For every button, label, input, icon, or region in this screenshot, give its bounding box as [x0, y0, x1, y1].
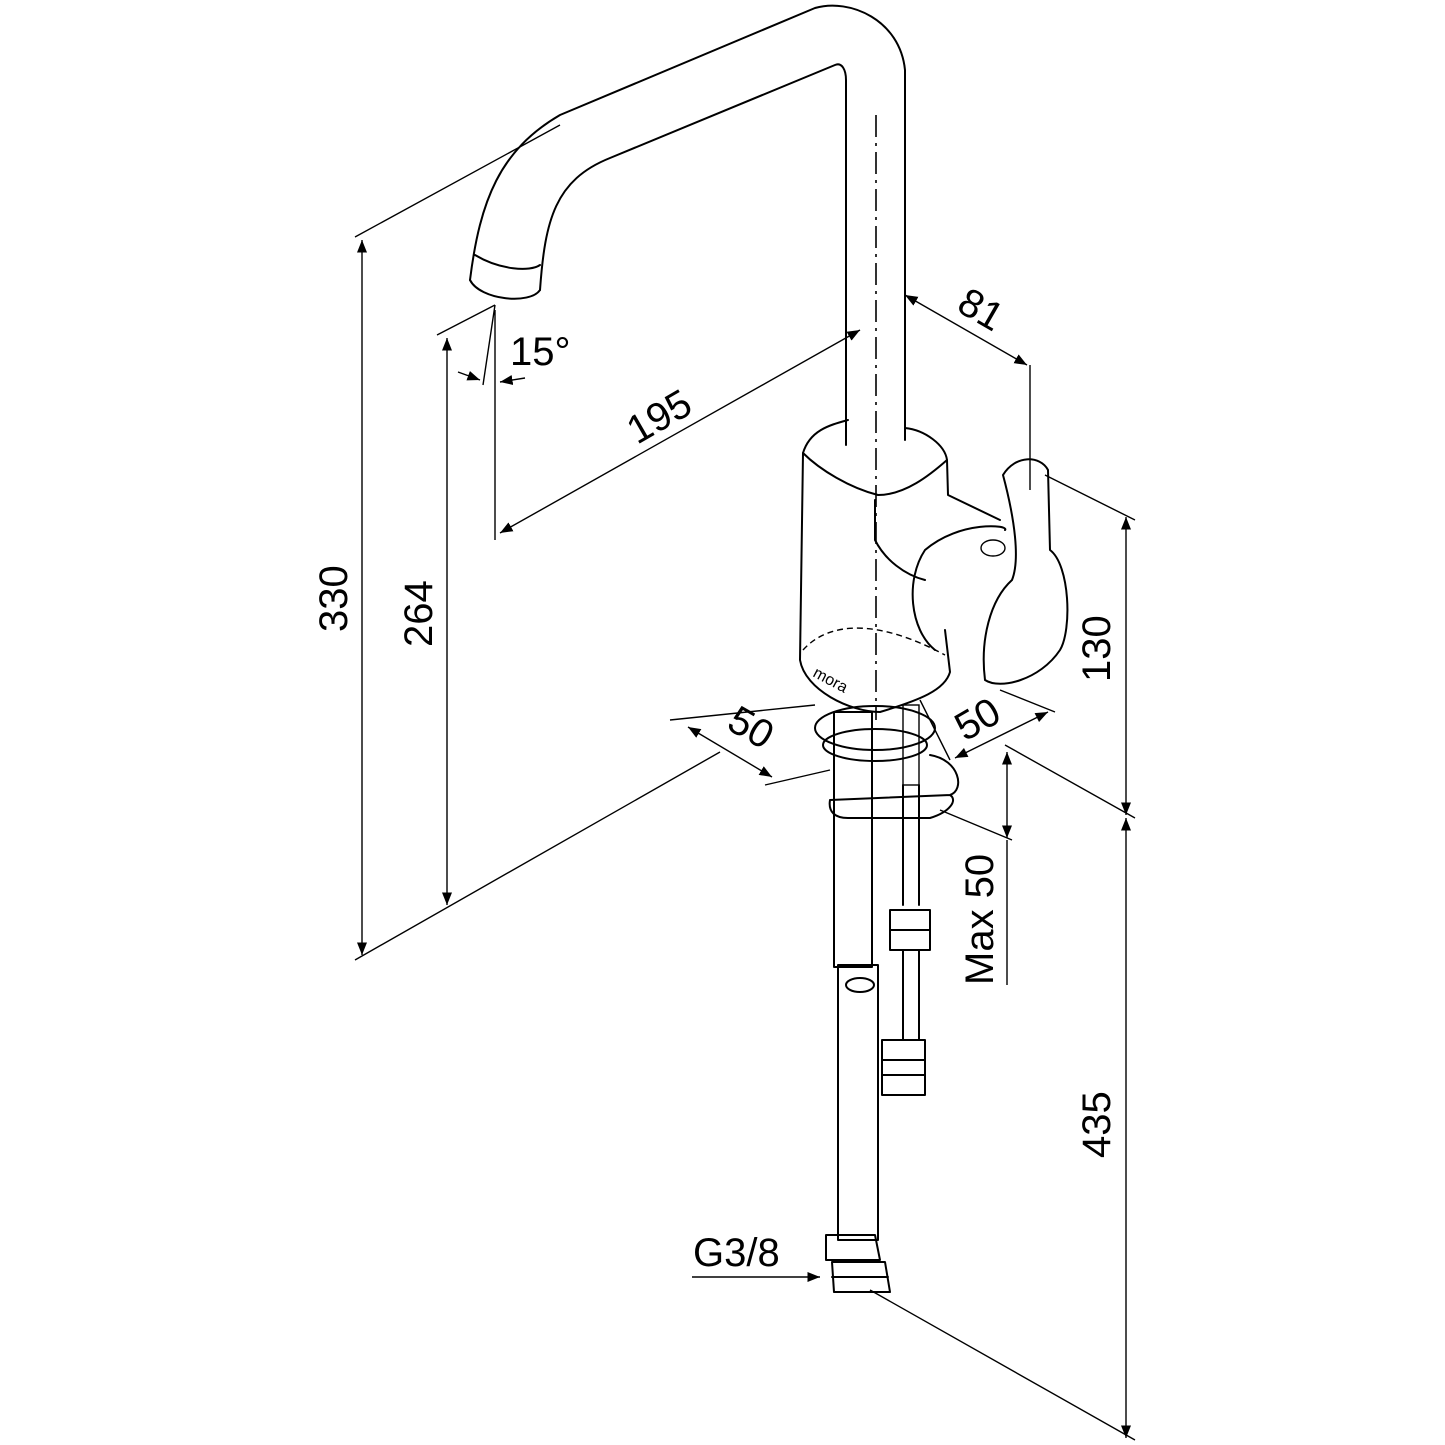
faucet-body: mora: [799, 419, 1069, 713]
dim-reach: 195: [620, 381, 700, 452]
dim-hose-length: 435: [1075, 1091, 1119, 1158]
dim-base-width-right: 50: [948, 689, 1009, 749]
flex-hoses: [825, 711, 891, 1293]
dim-spout-height: 264: [397, 580, 441, 647]
connection-thread-label: G3/8: [693, 1231, 780, 1275]
dim-spout-angle: 15°: [510, 330, 571, 374]
dim-handle-offset: 81: [951, 280, 1012, 340]
mounting-hardware: [814, 704, 960, 1096]
brand-logo: mora: [810, 665, 850, 697]
spout: [469, 4, 906, 720]
dim-max-deck-thickness: Max 50: [958, 854, 1002, 985]
dim-overall-height: 330: [312, 565, 356, 632]
dim-base-width-left: 50: [721, 698, 782, 758]
dim-body-height: 130: [1075, 615, 1119, 682]
dimension-lines: [354, 124, 1136, 1441]
